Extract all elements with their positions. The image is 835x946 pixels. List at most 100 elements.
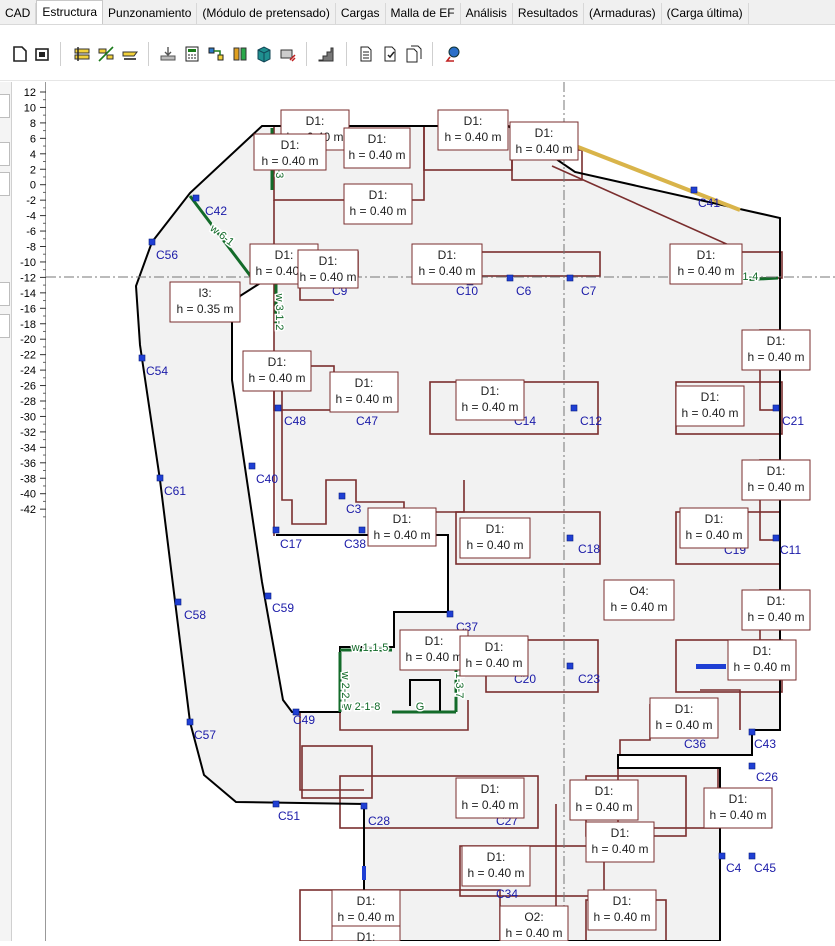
opening-outline[interactable]: [409, 679, 441, 712]
column-label[interactable]: C61: [164, 484, 186, 498]
column-marker[interactable]: [566, 662, 574, 670]
slab-label[interactable]: O4:h = 0.40 m: [603, 579, 675, 621]
slab-label[interactable]: D1:: [331, 925, 401, 941]
wall-label[interactable]: w 3-1-2: [272, 291, 287, 332]
slab-label[interactable]: D1:h = 0.40 m: [703, 787, 773, 829]
slab-label[interactable]: D1:h = 0.40 m: [741, 459, 811, 501]
tab-punzonamiento[interactable]: Punzonamiento: [103, 3, 198, 24]
column-marker[interactable]: [174, 598, 182, 606]
side-panel-button[interactable]: [0, 282, 10, 306]
column-marker[interactable]: [360, 802, 368, 810]
column-label[interactable]: C59: [272, 601, 294, 615]
report-copy-icon[interactable]: [404, 44, 424, 64]
column-marker[interactable]: [506, 274, 514, 282]
column-marker[interactable]: [138, 354, 146, 362]
slab-label[interactable]: D1:h = 0.40 m: [569, 779, 639, 821]
column-label[interactable]: C28: [368, 814, 390, 828]
column-label[interactable]: C7: [581, 284, 597, 298]
slab-label[interactable]: D1:h = 0.40 m: [343, 183, 413, 225]
wall-segment[interactable]: [559, 138, 741, 212]
column-marker[interactable]: [748, 852, 756, 860]
cube-icon[interactable]: [254, 44, 274, 64]
wall-join-icon[interactable]: [206, 44, 226, 64]
tab-cad[interactable]: CAD: [0, 3, 37, 24]
slab-label[interactable]: D1:h = 0.40 m: [437, 109, 509, 151]
column-label[interactable]: C12: [580, 414, 602, 428]
column-marker[interactable]: [690, 186, 698, 194]
slab-label[interactable]: D1:h = 0.40 m: [675, 385, 745, 427]
wall-label[interactable]: w 1-1-5: [349, 641, 390, 656]
slab-label[interactable]: D1:h = 0.40 m: [455, 777, 525, 819]
slab-label[interactable]: D1:h = 0.40 m: [455, 379, 525, 421]
tab-modulo-pretensado[interactable]: (Módulo de pretensado): [197, 3, 336, 24]
beam-split-icon[interactable]: [96, 44, 116, 64]
tab-resultados[interactable]: Resultados: [513, 3, 584, 24]
column-label[interactable]: C34: [496, 887, 518, 901]
column-marker[interactable]: [156, 474, 164, 482]
column-marker[interactable]: [274, 404, 282, 412]
column-marker[interactable]: [338, 492, 346, 500]
slab-label[interactable]: D1:h = 0.40 m: [587, 889, 657, 931]
column-marker[interactable]: [248, 462, 256, 470]
calculator-icon[interactable]: [182, 44, 202, 64]
slab-label[interactable]: D1:h = 0.40 m: [585, 821, 655, 863]
column-label[interactable]: C47: [356, 414, 378, 428]
column-marker[interactable]: [362, 866, 366, 880]
column-marker[interactable]: [264, 592, 272, 600]
column-label[interactable]: C41: [698, 196, 720, 210]
column-label[interactable]: C4: [726, 861, 742, 875]
column-marker[interactable]: [570, 404, 578, 412]
beam-line[interactable]: [700, 689, 741, 730]
slab-label[interactable]: D1:h = 0.40 m: [331, 889, 401, 931]
column-marker[interactable]: [696, 664, 726, 669]
tab-estructura[interactable]: Estructura: [36, 0, 104, 24]
column-marker[interactable]: [748, 728, 756, 736]
column-label[interactable]: C58: [184, 608, 206, 622]
slab-label[interactable]: O2:h = 0.40 m: [499, 905, 569, 941]
beam-align-icon[interactable]: [120, 44, 140, 64]
column-marker[interactable]: [358, 526, 366, 534]
wall-label[interactable]: G: [414, 700, 426, 715]
column-marker[interactable]: [292, 708, 300, 716]
column-label[interactable]: C57: [194, 728, 216, 742]
slab-label[interactable]: D1:h = 0.40 m: [343, 127, 411, 169]
slab-label[interactable]: D1:h = 0.40 m: [411, 243, 483, 285]
column-label[interactable]: C11: [780, 543, 801, 557]
global-settings-icon[interactable]: [443, 44, 463, 64]
beam-line[interactable]: [299, 712, 364, 791]
column-marker[interactable]: [272, 526, 280, 534]
column-marker[interactable]: [772, 534, 780, 542]
column-label[interactable]: C18: [578, 542, 600, 556]
column-label[interactable]: C42: [205, 204, 227, 218]
slab-label[interactable]: D1:h = 0.40 m: [649, 697, 719, 739]
column-marker[interactable]: [272, 800, 280, 808]
column-marker[interactable]: [748, 762, 756, 770]
wall-label[interactable]: w 2-2-1: [338, 669, 353, 710]
column-label[interactable]: C51: [278, 809, 300, 823]
beam-edit-icon[interactable]: [72, 44, 92, 64]
column-label[interactable]: C17: [280, 537, 302, 551]
column-label[interactable]: C48: [284, 414, 306, 428]
slab-label[interactable]: D1:h = 0.40 m: [461, 845, 531, 887]
column-label[interactable]: C36: [684, 737, 706, 751]
load-apply-icon[interactable]: [158, 44, 178, 64]
report-icon[interactable]: [356, 44, 376, 64]
slab-label[interactable]: D1:h = 0.40 m: [459, 635, 529, 677]
side-panel-button[interactable]: [0, 94, 10, 118]
slab-label[interactable]: D1:h = 0.40 m: [297, 249, 359, 289]
slab-label[interactable]: D1:h = 0.40 m: [367, 507, 437, 547]
wall-segment[interactable]: [188, 195, 254, 279]
column-label[interactable]: C26: [756, 770, 778, 784]
column-label[interactable]: C10: [456, 284, 478, 298]
drop-panel-outline[interactable]: [339, 775, 539, 829]
close-document-icon[interactable]: [32, 44, 52, 64]
tab-analisis[interactable]: Análisis: [461, 3, 513, 24]
report-check-icon[interactable]: [380, 44, 400, 64]
column-label[interactable]: C43: [754, 737, 776, 751]
column-label[interactable]: C54: [146, 364, 168, 378]
slab-label[interactable]: D1:h = 0.40 m: [459, 517, 531, 559]
slab-label[interactable]: D1:h = 0.40 m: [727, 639, 797, 681]
column-label[interactable]: C3: [346, 502, 362, 516]
slab-label[interactable]: D1:h = 0.40 m: [741, 329, 811, 371]
